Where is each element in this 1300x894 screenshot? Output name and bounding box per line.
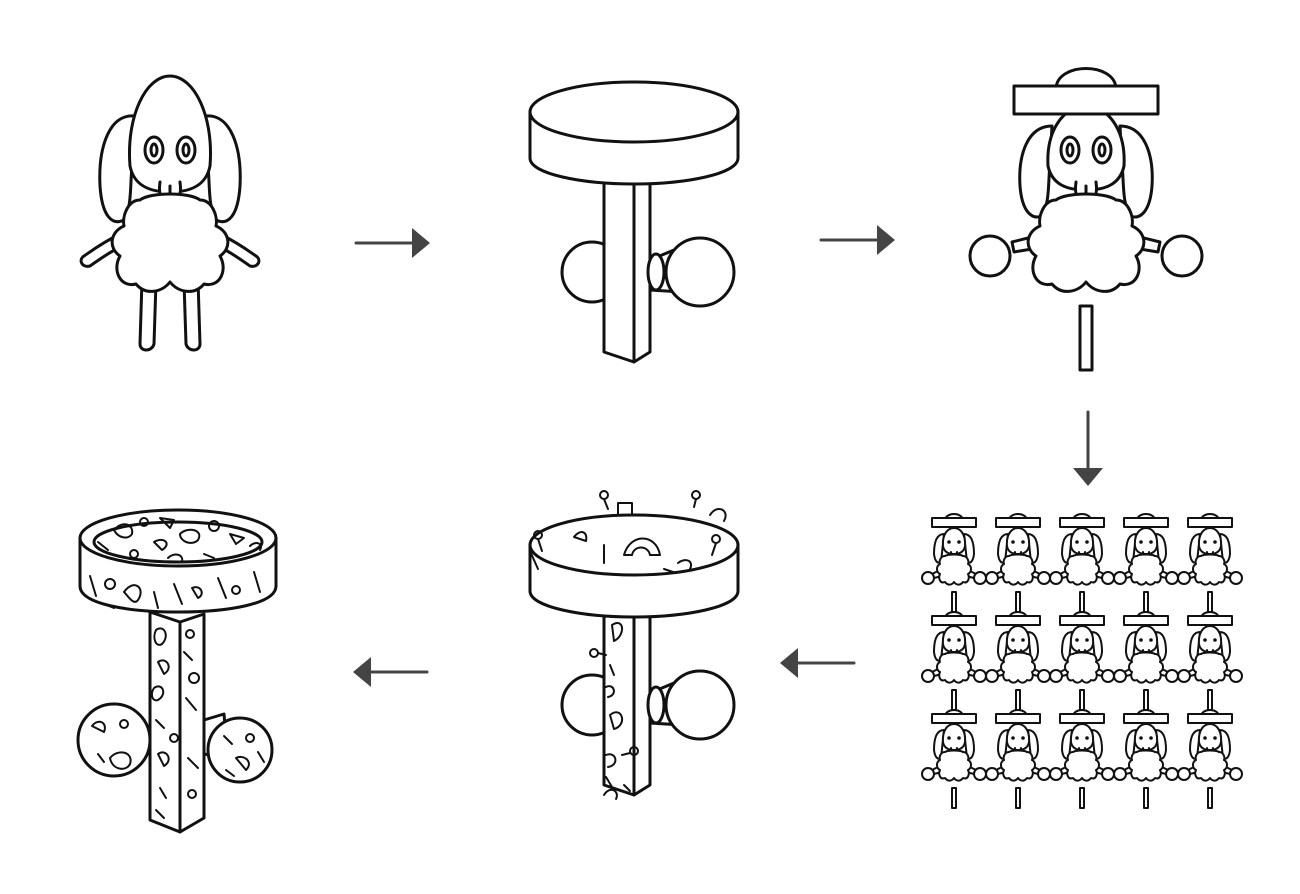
mini-figure-icon (1049, 709, 1115, 809)
mini-figure-icon (1113, 513, 1179, 613)
poodle-figure-icon (79, 74, 261, 352)
arrow-down-icon (1071, 410, 1105, 488)
mini-figure-icon (1177, 709, 1243, 809)
arrow-left-icon (778, 646, 856, 680)
mini-figure-icon (1049, 513, 1115, 613)
mushroom-stool-icon (528, 80, 740, 364)
terrazzo-stool-icon (76, 508, 278, 834)
mini-figure-icon (921, 611, 987, 711)
mini-figure-icon (921, 709, 987, 809)
arrow-left-icon (351, 655, 429, 689)
mini-figure-icon (1113, 709, 1179, 809)
sprinkled-stool-icon (528, 490, 740, 800)
arrow-right-icon (354, 226, 432, 260)
mini-figure-icon (985, 709, 1051, 809)
repeated-figures-grid-icon (921, 513, 1243, 809)
mini-figure-icon (1177, 513, 1243, 613)
hybrid-figure-icon (968, 67, 1204, 372)
mini-figure-icon (1177, 611, 1243, 711)
mini-figure-icon (1113, 611, 1179, 711)
mini-figure-icon (1049, 611, 1115, 711)
mini-figure-icon (921, 513, 987, 613)
mini-figure-icon (985, 611, 1051, 711)
mini-figure-icon (985, 513, 1051, 613)
arrow-right-icon (819, 223, 897, 257)
